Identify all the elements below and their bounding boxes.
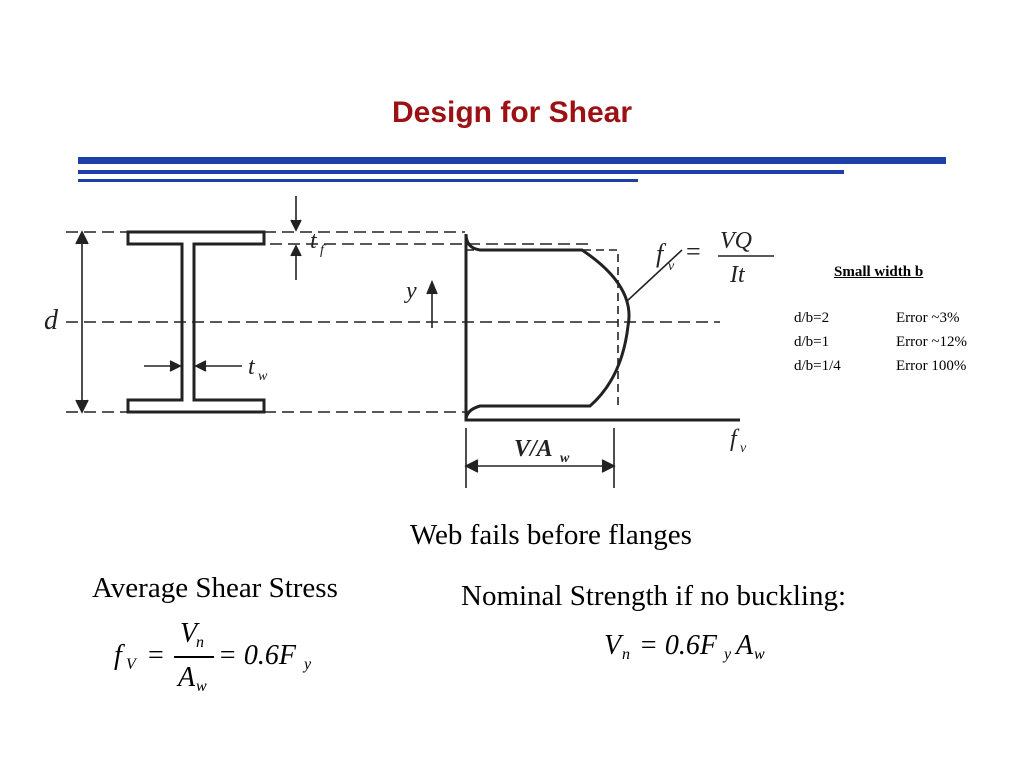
depth-arrow-top xyxy=(75,230,89,245)
eq-nom-end-sub: w xyxy=(754,646,765,663)
tw-arrow-right-head xyxy=(194,360,207,372)
eq-avg-numerator-sub: n xyxy=(196,634,204,651)
tf-arrow-top-head xyxy=(290,219,302,232)
note-title: Small width b xyxy=(834,264,924,280)
depth-arrow-bottom xyxy=(75,399,89,414)
fv-leader-line xyxy=(625,249,683,303)
label-tw-sub: w xyxy=(258,369,268,384)
label-tf: t xyxy=(310,228,318,254)
ratio-value: d/b=2 xyxy=(794,310,830,326)
vaw-arrow-right xyxy=(601,459,616,473)
error-value: Error ~3% xyxy=(896,310,960,326)
eq-avg-lhs-sub: V xyxy=(126,656,136,673)
ratio-value: d/b=1/4 xyxy=(794,358,841,374)
error-value: Error ~12% xyxy=(896,334,968,350)
slide-title: Design for Shear xyxy=(391,96,633,129)
eq-avg-denominator-sub: w xyxy=(196,678,207,695)
label-fv-equals: = xyxy=(686,237,701,266)
shear-stress-diagram: d t f t w y f v = VQ It V/A w f v xyxy=(30,188,795,518)
caption-nominal-strength: Nominal Strength if no buckling: xyxy=(461,580,847,612)
header-rule-3 xyxy=(78,179,638,182)
error-value: Error 100% xyxy=(896,358,967,374)
label-fv-numerator: VQ xyxy=(720,228,752,254)
tw-arrow-left-head xyxy=(169,360,182,372)
eq-nom-mid: = 0.6F xyxy=(632,630,717,661)
label-fv-sub: v xyxy=(668,259,675,274)
eq-nom-lhs: V xyxy=(604,630,622,661)
header-rule-2 xyxy=(78,170,844,174)
label-tf-sub: f xyxy=(320,243,326,258)
caption-web-fails: Web fails before flanges xyxy=(410,519,692,551)
label-tw: t xyxy=(248,354,256,380)
header-rule-1 xyxy=(78,157,946,164)
eq-avg-numerator: V xyxy=(180,618,198,649)
label-fv-axis-sub: v xyxy=(740,441,747,456)
caption-average-shear: Average Shear Stress xyxy=(92,572,338,604)
ratio-value: d/b=1 xyxy=(794,334,830,350)
eq-avg-rhs-sub: y xyxy=(304,656,312,673)
vaw-arrow-left xyxy=(464,459,479,473)
label-fv: f xyxy=(656,239,667,268)
eq-avg-denominator: A xyxy=(178,662,196,693)
label-vaw: V/A xyxy=(514,436,553,462)
eq-nom-mid-sub: y xyxy=(724,646,732,663)
eq-nom-lhs-sub: n xyxy=(622,646,630,663)
dashed-envelope xyxy=(466,249,619,408)
eq-avg-fraction-bar xyxy=(174,656,214,658)
eq-avg-rhs: = 0.6F xyxy=(218,640,296,671)
equation-nominal-strength: V n = 0.6F y A w xyxy=(604,630,804,670)
y-arrow-head xyxy=(426,279,438,295)
eq-avg-equals: = xyxy=(148,640,164,671)
eq-avg-lhs: f xyxy=(114,640,122,671)
diagram-svg: d t f t w y f v = VQ It V/A w f v xyxy=(44,196,774,488)
label-fv-axis: f xyxy=(730,426,740,452)
tf-arrow-bottom-head xyxy=(290,244,302,257)
label-y: y xyxy=(404,278,417,304)
label-vaw-sub: w xyxy=(560,451,570,466)
label-fv-denominator: It xyxy=(729,262,746,288)
label-d: d xyxy=(44,305,59,336)
equation-average-shear: f V = V n A w = 0.6F y xyxy=(110,618,340,698)
shear-stress-distribution xyxy=(464,233,631,422)
eq-nom-end: A xyxy=(736,630,754,661)
